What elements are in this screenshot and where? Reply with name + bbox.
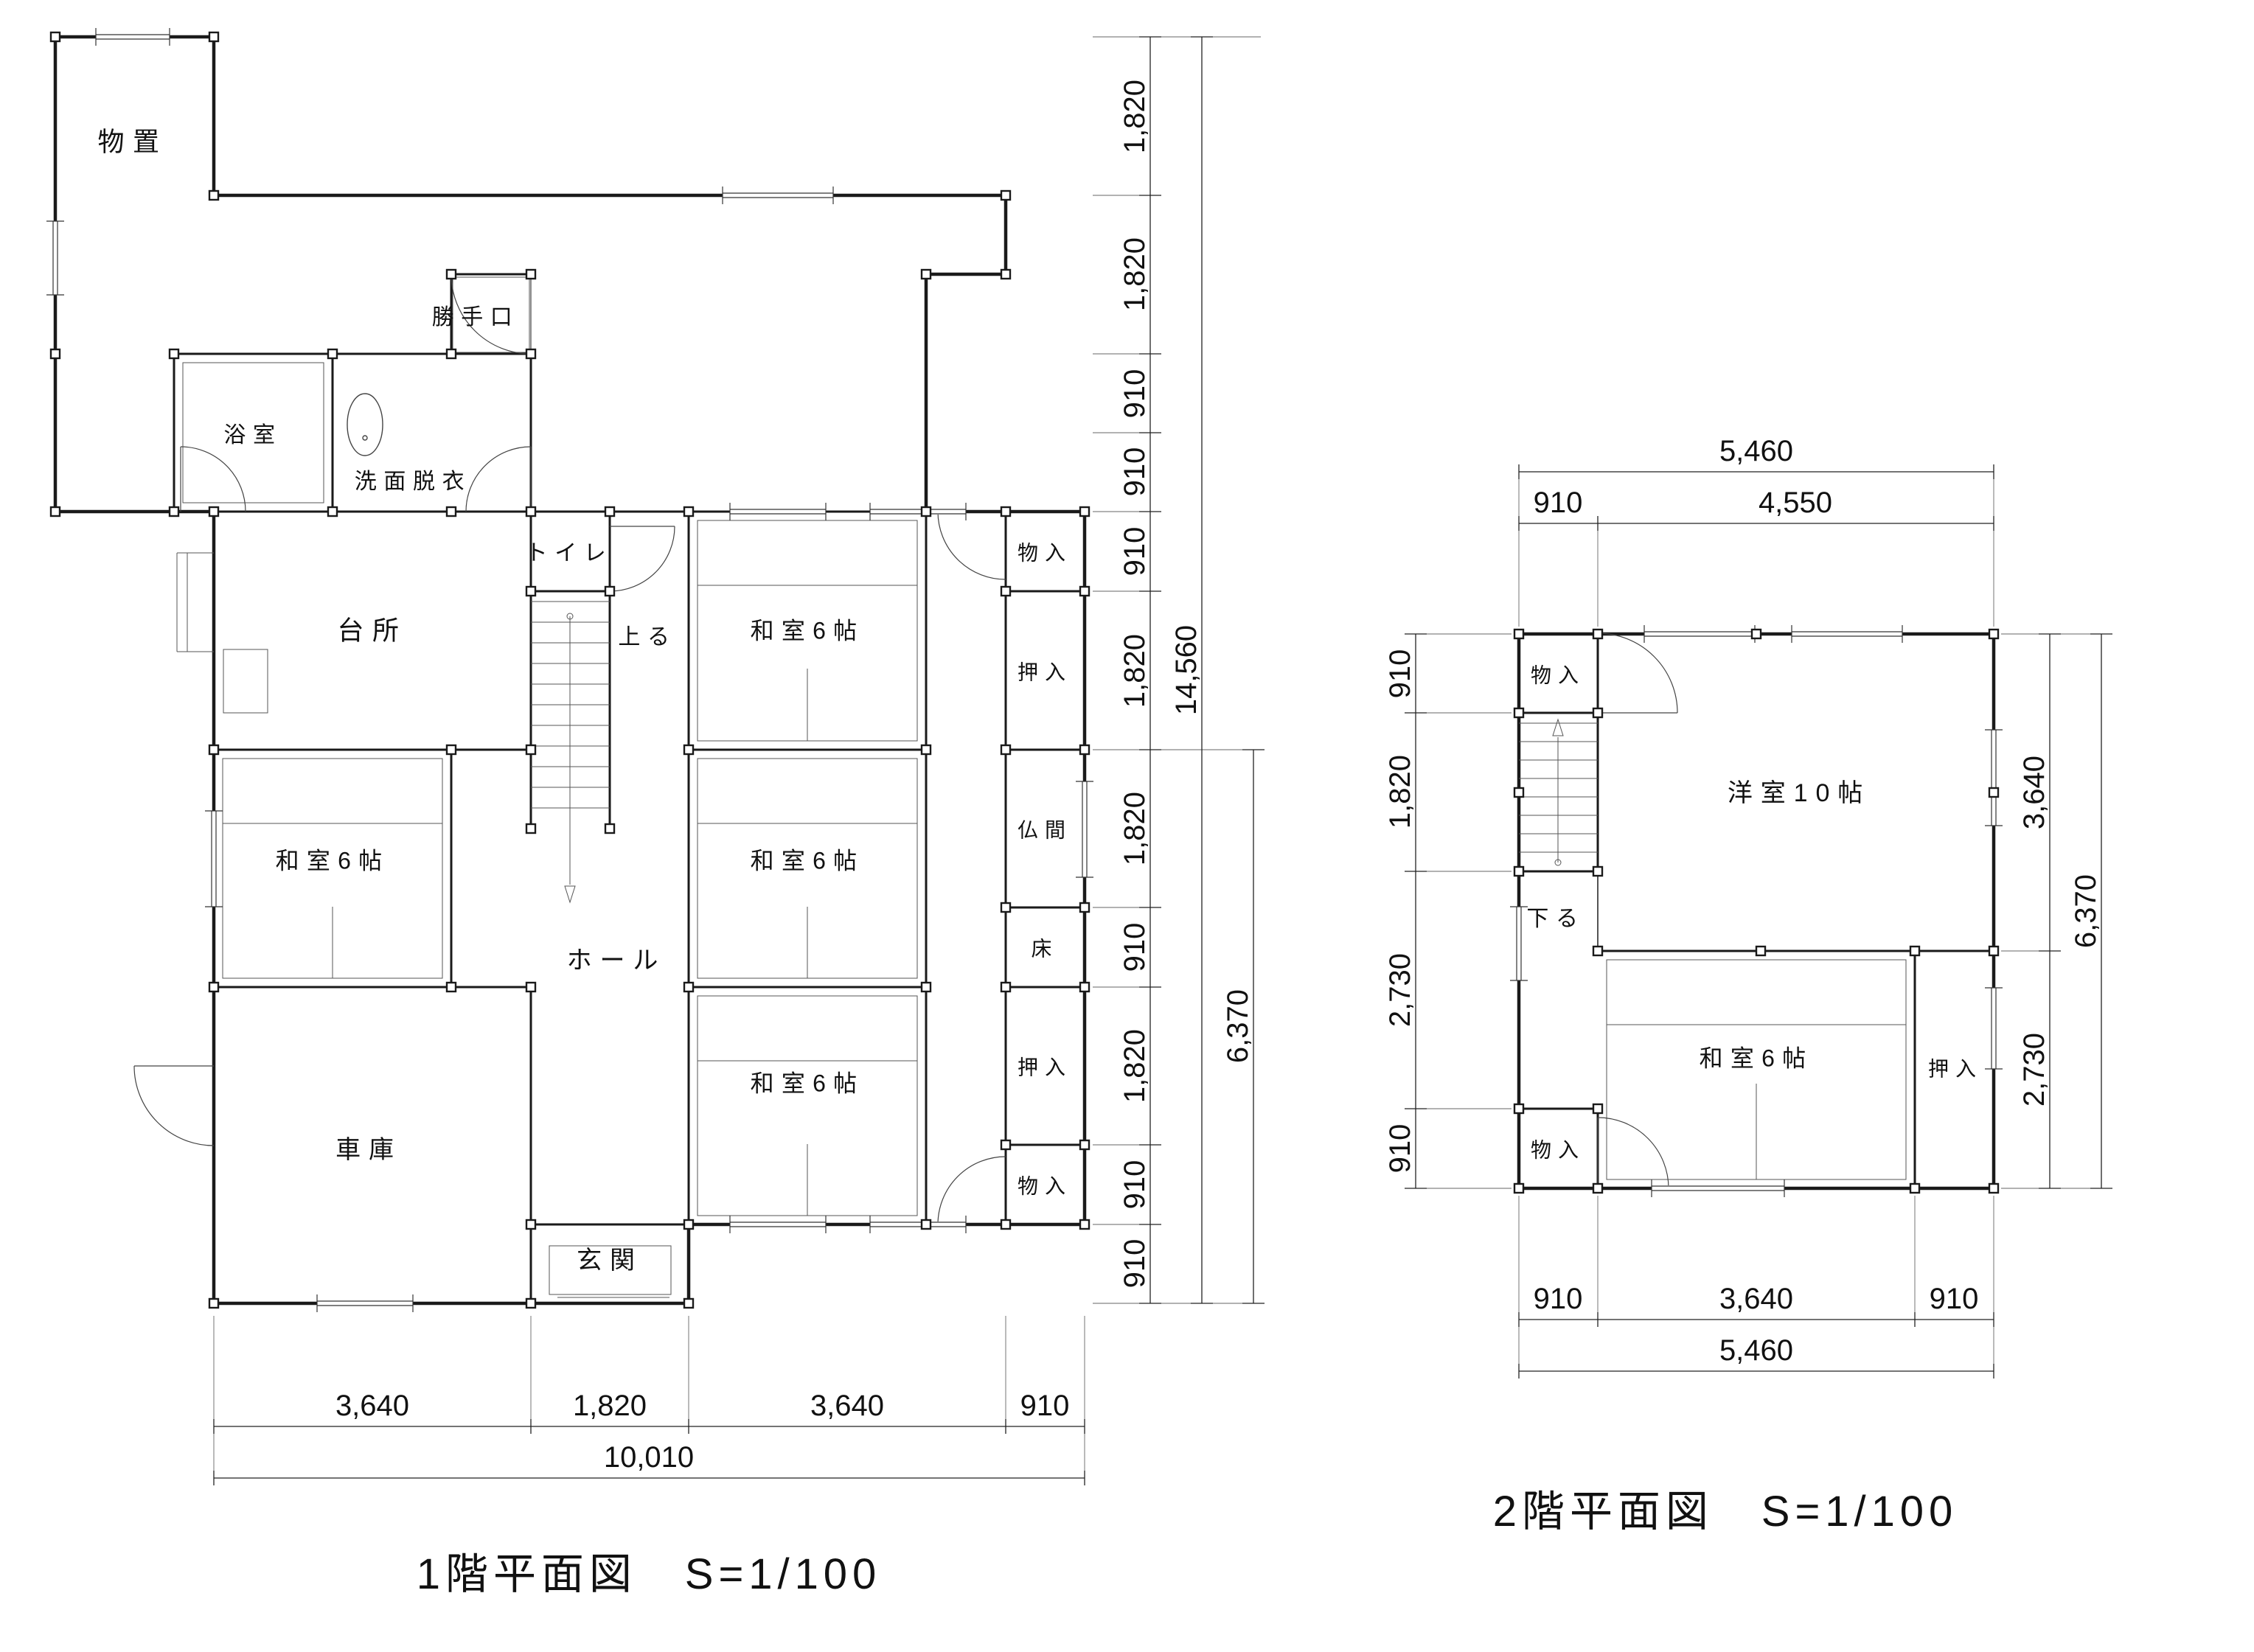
stair-arrow-up-icon (1552, 718, 1564, 736)
dim-f1-side-6: 1,820 (1119, 792, 1151, 865)
room-label-senmendatsui: 洗面脱衣 (355, 470, 471, 494)
dim-f1-bottom-1: 1,820 (573, 1390, 647, 1422)
floor1-plan: 物置 浴室 洗面脱衣 勝手口 トイレ 上る 台所 和室6帖 和室6帖 和室6帖 … (46, 28, 1093, 1312)
dim-f1-bottom-3: 910 (1020, 1390, 1070, 1422)
dim-f2-left-0: 910 (1384, 649, 1416, 699)
dim-f2-right-total: 6,370 (2070, 874, 2102, 948)
stair-label-kudaru: 下る (1526, 907, 1585, 931)
senmen-door-arc (465, 446, 532, 512)
floor2-dimensions: 5,460 910 4,550 910 1,820 2,730 910 3,64… (1384, 435, 2112, 1379)
floor1-room-labels: 物置 浴室 洗面脱衣 勝手口 トイレ 上る 台所 和室6帖 和室6帖 和室6帖 … (97, 127, 1072, 1275)
floor1-posts (49, 31, 1091, 1309)
dim-f1-side-total: 14,560 (1170, 625, 1203, 715)
dim-f1-bottom-total: 10,010 (604, 1441, 694, 1474)
room-label-monoire-top: 物入 (1531, 663, 1585, 686)
floor1-stairs (531, 601, 610, 904)
stair-label-noboru: 上る (618, 625, 676, 649)
floor2-doors (1597, 632, 1678, 1189)
room-label-toire: トイレ (526, 541, 613, 565)
genkan-step (549, 1245, 672, 1295)
floor1-windows (46, 28, 1093, 1312)
room-label-monoire-ne: 物入 (1018, 541, 1072, 564)
floor2-stairs (1519, 718, 1598, 866)
kitchen-counter (223, 649, 268, 714)
monoire-bottom-door-arc (1597, 1117, 1669, 1189)
stair-arrow-down-icon (564, 885, 576, 904)
katteguchi-door-arc (451, 273, 532, 355)
garage-door-arc (133, 1065, 215, 1146)
room-label-washitsu-b: 和室6帖 (751, 847, 865, 874)
dim-f2-left-1: 1,820 (1384, 755, 1416, 829)
room-label-yokushitsu: 浴室 (223, 423, 282, 447)
room-label-monoire-bottom: 物入 (1531, 1138, 1585, 1161)
room-label-washitsu-w: 和室6帖 (276, 847, 390, 874)
dim-f1-side-2: 910 (1119, 369, 1151, 419)
dim-f2-right-0: 3,640 (2018, 756, 2050, 829)
room-label-washitsu-c: 和室6帖 (751, 1070, 865, 1096)
floor1-dimensions: 3,640 1,820 3,640 910 10,010 1,820 1,820… (213, 36, 1265, 1485)
floor1-doors (133, 273, 1006, 1225)
floor2-windows (1510, 625, 2003, 1197)
floor2-title: 2階平面図 S=1/100 (1493, 1488, 1958, 1536)
dim-f2-top-1: 4,550 (1759, 487, 1832, 519)
dim-f1-side-4: 910 (1119, 527, 1151, 576)
room-label-oshiire-se: 押入 (1018, 1056, 1072, 1078)
room-label-butsuma: 仏間 (1018, 818, 1072, 841)
room-label-genkan: 玄関 (577, 1247, 643, 1275)
dim-f1-side-partial: 6,370 (1222, 989, 1254, 1063)
dim-f2-bottom-0: 910 (1534, 1283, 1583, 1315)
dim-f1-side-9: 910 (1119, 1160, 1151, 1210)
dim-f1-side-10: 910 (1119, 1239, 1151, 1289)
floor1-title: 1階平面図 S=1/100 (417, 1550, 881, 1598)
dim-f1-side-3: 910 (1119, 447, 1151, 497)
room-label-washitsu-2f: 和室6帖 (1700, 1045, 1814, 1071)
dim-f1-side-8: 1,820 (1119, 1029, 1151, 1103)
room-label-washitsu-a: 和室6帖 (751, 617, 865, 644)
room-label-yoshitsu: 洋室10帖 (1728, 779, 1871, 807)
dim-f2-bottom-total: 5,460 (1719, 1334, 1793, 1367)
dim-f2-right-1: 2,730 (2018, 1033, 2050, 1106)
room-label-toko: 床 (1032, 937, 1059, 960)
dim-f2-top-total: 5,460 (1719, 435, 1793, 467)
floor2-fixtures (1606, 959, 1907, 1180)
dim-f2-left-3: 910 (1384, 1124, 1416, 1174)
room-label-hooru: ホール (567, 947, 667, 975)
dim-f1-side-0: 1,820 (1119, 80, 1151, 153)
room-label-katteguchi: 勝手口 (432, 305, 520, 330)
room-label-monooki: 物置 (97, 127, 167, 157)
floor2-room-labels: 物入 洋室10帖 下る 和室6帖 押入 物入 (1526, 663, 1983, 1161)
dim-f2-bottom-2: 910 (1930, 1283, 1979, 1315)
room-label-oshiire-2f: 押入 (1928, 1057, 1983, 1080)
room-label-shako: 車庫 (335, 1136, 402, 1164)
dim-f2-top-0: 910 (1534, 487, 1583, 519)
katteguchi-step (452, 276, 530, 353)
monoire-top-door-arc (1597, 632, 1678, 714)
floor1-partitions (54, 273, 1086, 1305)
dim-f1-bottom-0: 3,640 (335, 1390, 409, 1422)
bath-door-arc (180, 446, 246, 512)
dim-f1-side-5: 1,820 (1119, 634, 1151, 708)
dim-f1-bottom-2: 3,640 (810, 1390, 884, 1422)
dim-f1-side-7: 910 (1119, 923, 1151, 972)
room-label-oshiire-ne: 押入 (1018, 661, 1072, 683)
room-label-daidokoro: 台所 (337, 616, 407, 646)
toilet-door-arc (609, 526, 675, 592)
washbasin-icon (347, 393, 383, 456)
monoire-ne-door-arc (937, 511, 1006, 580)
room-label-monoire-se: 物入 (1018, 1174, 1072, 1197)
dim-f1-side-1: 1,820 (1119, 237, 1151, 311)
dim-f2-left-2: 2,730 (1384, 953, 1416, 1027)
floor2-plan: 物入 洋室10帖 下る 和室6帖 押入 物入 (1510, 625, 2003, 1197)
monoire-se-door-arc (937, 1156, 1006, 1225)
floor1-fixtures (176, 276, 918, 1298)
floor2-posts (1513, 628, 2000, 1194)
dim-f2-bottom-1: 3,640 (1719, 1283, 1793, 1315)
